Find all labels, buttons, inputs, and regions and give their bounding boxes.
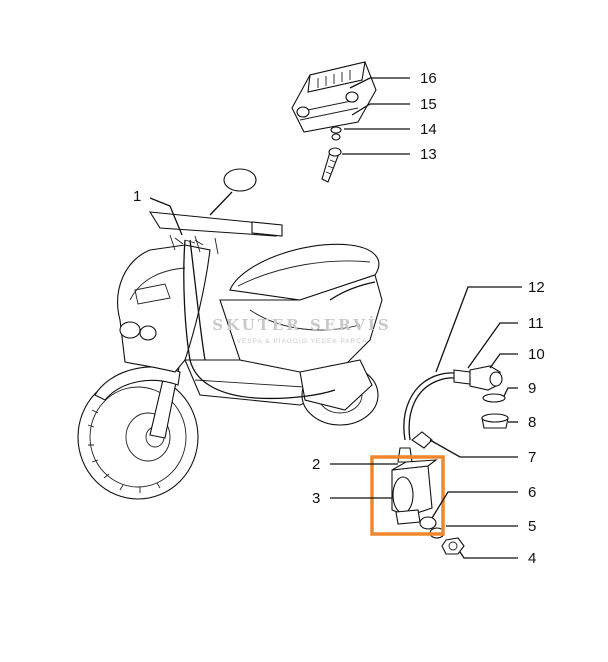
callout-15: 15	[420, 96, 437, 113]
callout-16: 16	[420, 70, 437, 87]
callout-13: 13	[420, 146, 437, 163]
callout-12: 12	[528, 279, 545, 296]
callout-3: 3	[312, 490, 320, 507]
watermark-title: SKUTER SERVİS	[212, 315, 391, 334]
ignition-assembly	[391, 365, 509, 555]
highlight-box	[370, 455, 445, 536]
callout-2: 2	[312, 456, 320, 473]
callout-labels: 1 2 3 4 5 6 7 8 9 10 11 12 13 14 15 16	[133, 70, 545, 567]
leader-lines	[149, 77, 522, 559]
callout-6: 6	[528, 484, 536, 501]
callout-9: 9	[528, 380, 536, 397]
callout-7: 7	[528, 449, 536, 466]
callout-10: 10	[528, 346, 545, 363]
callout-4: 4	[528, 550, 536, 567]
callout-11: 11	[528, 315, 544, 332]
watermark: SKUTER SERVİS VESPA & PİAGGİO YEDEK PARÇ…	[212, 315, 391, 345]
callout-5: 5	[528, 518, 536, 535]
scooter-illustration	[77, 168, 383, 500]
watermark-subtitle: VESPA & PİAGGİO YEDEK PARÇA	[237, 336, 368, 345]
callout-8: 8	[528, 414, 536, 431]
callout-14: 14	[420, 121, 437, 138]
voltage-regulator	[291, 61, 377, 183]
callout-1: 1	[133, 188, 141, 205]
